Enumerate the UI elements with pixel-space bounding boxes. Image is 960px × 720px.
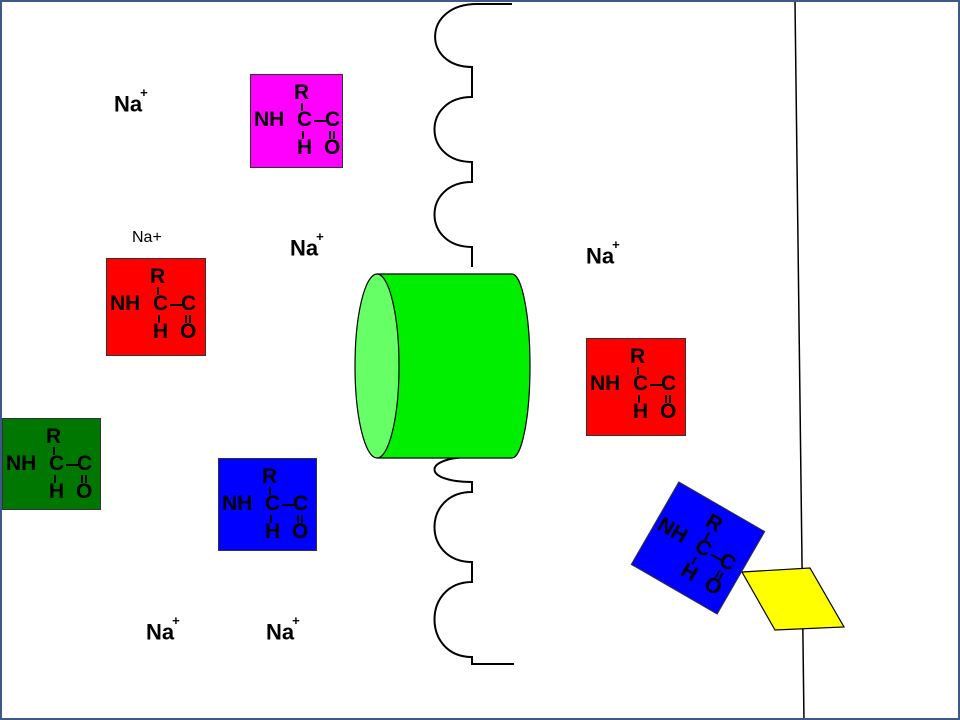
aa-hydrogen: H: [297, 136, 313, 159]
sodium-ion: Na+: [266, 613, 300, 645]
aa-carboxyl-carbon: C: [661, 372, 677, 395]
channel-opening: [354, 273, 400, 459]
sodium-ion: Na+: [114, 85, 148, 117]
sodium-ion-plain-label: Na+: [132, 229, 162, 246]
channel-protein: [354, 273, 531, 459]
amino-acid-red: R NH C C H O: [106, 258, 206, 356]
aa-oxygen: O: [660, 400, 677, 423]
aa-amino-group: NH: [110, 292, 141, 315]
aa-amino-group: NH: [6, 452, 37, 475]
aa-carboxyl-carbon: C: [181, 292, 197, 315]
membrane-scalloped-edge: [433, 3, 514, 665]
aa-alpha-carbon: C: [633, 372, 649, 395]
aa-alpha-carbon: C: [49, 452, 65, 475]
aa-hydrogen: H: [49, 480, 65, 503]
aa-hydrogen: H: [676, 558, 702, 587]
amino-acid-magenta: R NH C C H O: [250, 74, 343, 168]
aa-carboxyl-carbon: C: [325, 108, 341, 131]
sodium-ion: Na+: [290, 229, 324, 261]
aa-amino-group: NH: [590, 372, 621, 395]
aa-r-group: R: [294, 81, 310, 104]
aa-oxygen: O: [180, 320, 197, 343]
aa-hydrogen: H: [265, 520, 281, 543]
aa-r-group: R: [262, 465, 278, 488]
aa-carboxyl-carbon: C: [77, 452, 93, 475]
sodium-ion: Na+: [146, 613, 180, 645]
aa-hydrogen: H: [153, 320, 169, 343]
aa-amino-group: NH: [653, 512, 692, 548]
aa-oxygen: O: [324, 136, 341, 159]
aa-r-group: R: [150, 265, 166, 288]
aa-r-group: R: [46, 425, 62, 448]
aa-amino-group: NH: [254, 108, 285, 131]
aa-alpha-carbon: C: [265, 492, 281, 515]
aa-hydrogen: H: [633, 400, 649, 423]
amino-acid-blue: R NH C C H O: [218, 458, 317, 551]
aa-oxygen: O: [76, 480, 93, 503]
carrier-protein: [741, 567, 846, 631]
aa-r-group: R: [630, 345, 646, 368]
aa-r-group: R: [701, 509, 727, 537]
amino-acid-red-inside: R NH C C H O: [586, 338, 686, 436]
aa-oxygen: O: [700, 572, 726, 601]
aa-carboxyl-carbon: C: [293, 492, 309, 515]
aa-alpha-carbon: C: [297, 108, 313, 131]
amino-acid-green: R NH C C H O: [2, 418, 101, 510]
sodium-ion: Na+: [586, 237, 620, 269]
aa-amino-group: NH: [222, 492, 253, 515]
aa-oxygen: O: [292, 520, 309, 543]
aa-alpha-carbon: C: [153, 292, 169, 315]
